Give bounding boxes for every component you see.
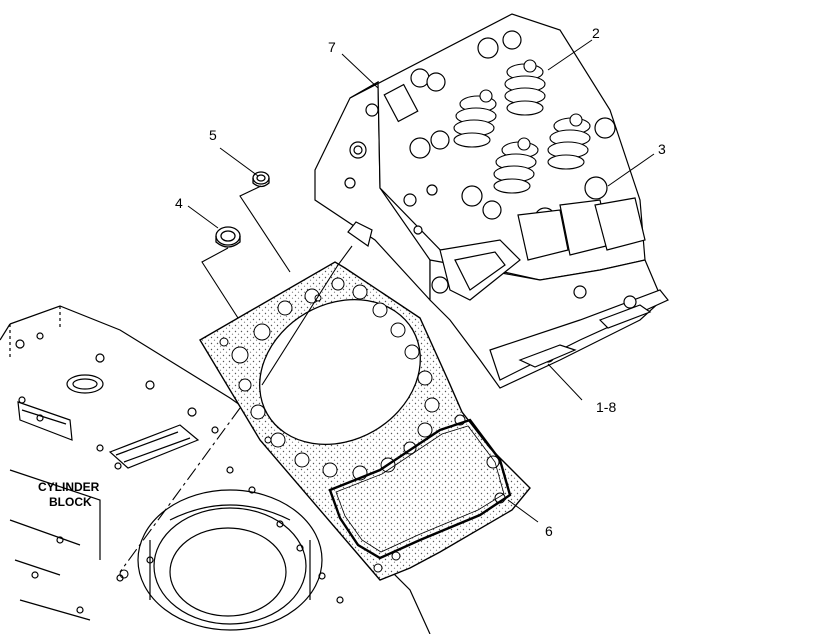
callout-leaders [187, 39, 655, 523]
cylinder-block-label-line1: CYLINDER [38, 480, 100, 494]
callout-7: 7 [328, 39, 336, 55]
valve-spring [547, 113, 591, 170]
valve-spring [504, 59, 546, 116]
callout-5: 5 [209, 127, 217, 143]
callout-4: 4 [175, 195, 183, 211]
valve-springs [453, 59, 591, 194]
valve-spring [453, 89, 497, 148]
callout-1-8: 1-8 [596, 399, 616, 415]
cylinder-head [314, 13, 669, 389]
callout-labels: 7 2 3 5 4 1-8 6 [175, 25, 666, 539]
assembly-lines [119, 185, 353, 579]
head-gasket [199, 261, 531, 581]
callout-3: 3 [658, 141, 666, 157]
callout-6: 6 [545, 523, 553, 539]
callout-2: 2 [592, 25, 600, 41]
cylinder-block-label-line2: BLOCK [49, 495, 92, 509]
seal-ring-part-4 [215, 226, 241, 248]
valve-spring [493, 137, 539, 194]
